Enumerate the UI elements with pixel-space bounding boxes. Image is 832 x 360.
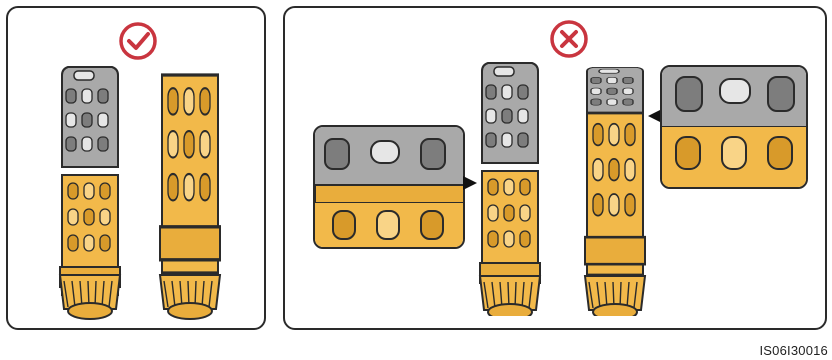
magnified-gap-detail-left — [313, 125, 465, 249]
pointer-arrow-icon — [463, 176, 477, 190]
connector-incorrect-1 — [470, 56, 550, 316]
connector-correct-1 — [50, 60, 130, 320]
connector-correct-2 — [150, 60, 230, 320]
connector-incorrect-2 — [575, 56, 655, 316]
magnified-gap-detail-right — [660, 65, 808, 189]
x-circle-icon — [548, 18, 590, 60]
check-circle-icon — [117, 20, 159, 62]
magnified-gap-illustration — [662, 67, 808, 189]
magnified-gap-illustration — [315, 127, 465, 249]
pointer-arrow-icon — [648, 110, 660, 122]
figure-code: IS06I30016 — [759, 343, 828, 358]
